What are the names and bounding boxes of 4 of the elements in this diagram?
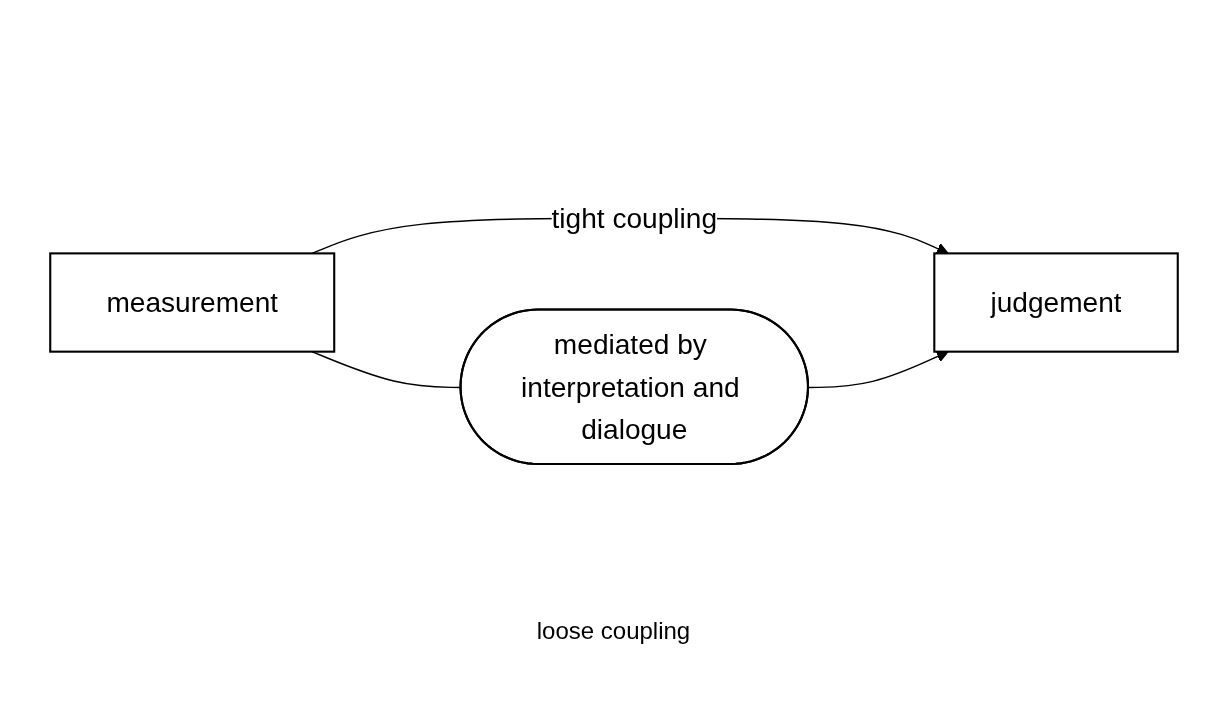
node-box: judgement [932,252,1179,354]
node-box: measurement [48,252,335,354]
edge-label: tight coupling [551,203,717,235]
note-label: loose coupling [536,617,691,645]
